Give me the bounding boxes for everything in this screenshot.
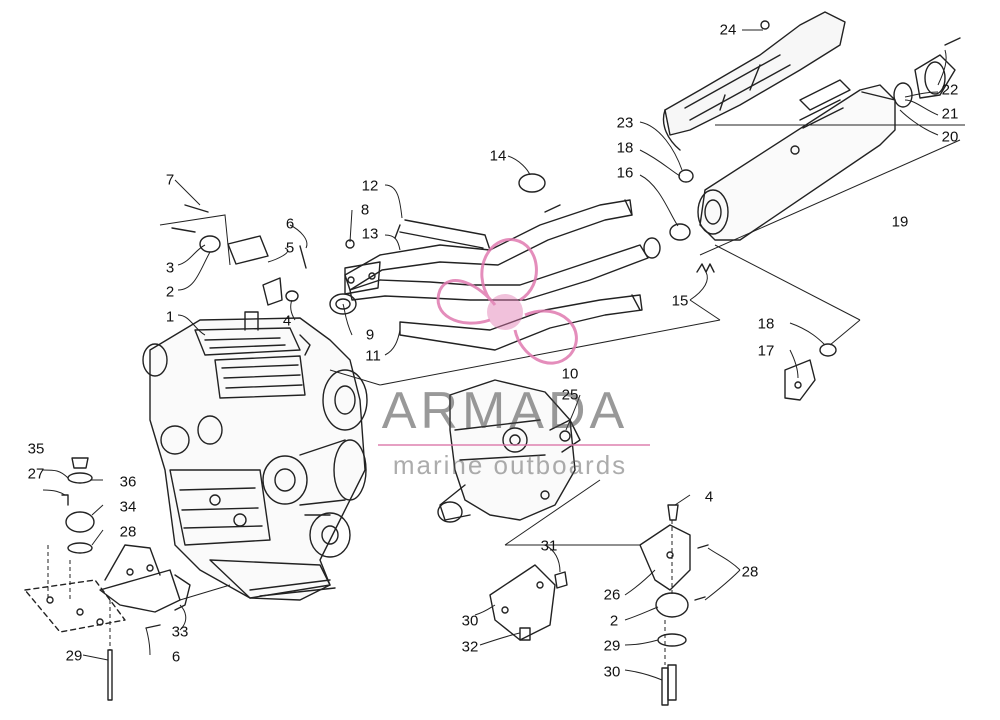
callout-18-lower: 18 (757, 315, 775, 333)
callout-14: 14 (489, 147, 507, 165)
callout-10: 10 (561, 365, 579, 383)
mount-bracket-left (99, 544, 191, 613)
callout-2-right: 2 (609, 612, 619, 630)
watermark-tagline: marine outboards (392, 450, 628, 480)
leader-lines (42, 29, 965, 681)
callout-31: 31 (540, 537, 558, 555)
callout-3: 3 (165, 259, 175, 277)
callout-4: 4 (282, 312, 292, 330)
watermark-propeller-logo (436, 238, 578, 365)
callout-9: 9 (365, 326, 375, 344)
callout-20: 20 (941, 128, 959, 146)
exhaust-flange (329, 261, 381, 315)
watermark-divider (378, 444, 650, 446)
rubber-mount-left (61, 457, 95, 554)
callout-27-left: 27 (27, 465, 45, 483)
callout-24: 24 (719, 21, 737, 39)
spring-and-clamps (518, 169, 715, 273)
manifold-gasket-and-studs (171, 204, 355, 306)
callout-27-right: 28 (741, 563, 759, 581)
callout-26: 26 (603, 586, 621, 604)
callout-15: 15 (671, 292, 689, 310)
exhaust-pipe-middle (349, 237, 661, 301)
hanger-bracket (784, 343, 837, 401)
callout-21: 21 (941, 105, 959, 123)
callout-28-right: 29 (603, 637, 621, 655)
callout-8: 8 (360, 201, 370, 219)
exhaust-pipe-lower (399, 294, 643, 351)
callout-23: 23 (616, 114, 634, 132)
callout-22: 22 (941, 81, 959, 99)
callout-34: 34 (119, 498, 137, 516)
callout-1: 1 (165, 308, 175, 326)
exhaust-tip (893, 37, 961, 108)
callout-6-lower: 6 (171, 648, 181, 666)
cover-plate (489, 564, 556, 641)
exhaust-pipe-upper (344, 199, 633, 291)
callout-16: 16 (616, 164, 634, 182)
callout-35: 35 (27, 440, 45, 458)
heat-shield (662, 11, 846, 151)
callout-4-right: 4 (704, 488, 714, 506)
callout-2: 2 (165, 283, 175, 301)
callout-28-left: 28 (119, 523, 137, 541)
mount-bracket-right (639, 504, 691, 591)
mount-plate-left (24, 579, 126, 633)
callout-33: 33 (171, 623, 189, 641)
callout-32: 32 (461, 638, 479, 656)
callout-11: 11 (365, 347, 381, 365)
callout-30: 30 (461, 612, 479, 630)
callout-12: 12 (361, 177, 379, 195)
rubber-mount-right (655, 592, 689, 701)
gearcase (437, 379, 581, 523)
watermark-brand: ARMADA (381, 382, 629, 440)
callout-36: 36 (119, 473, 137, 491)
callout-17: 17 (757, 342, 775, 360)
callout-25: 25 (561, 386, 579, 404)
callout-5: 5 (285, 239, 295, 257)
callout-18-upper: 18 (616, 139, 634, 157)
callout-7: 7 (165, 171, 175, 189)
callout-29-left: 29 (65, 647, 83, 665)
muffler (697, 79, 896, 241)
bolts (107, 20, 770, 706)
callout-19: 19 (891, 213, 909, 231)
callout-29-right: 30 (603, 663, 621, 681)
engine-block (142, 311, 368, 601)
callout-6: 6 (285, 215, 295, 233)
callout-13: 13 (361, 225, 379, 243)
